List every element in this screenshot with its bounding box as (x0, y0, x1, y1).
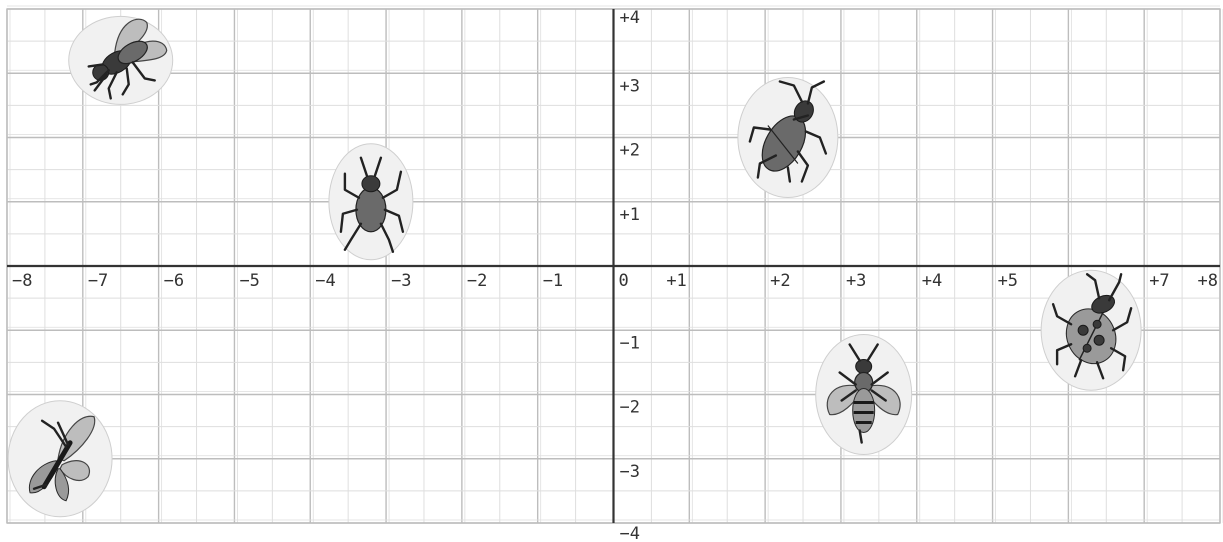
grid (7, 6, 1223, 523)
x-tick-label: +3 (846, 271, 866, 291)
x-tick-label: −5 (239, 271, 259, 291)
x-tick-label: +2 (770, 271, 790, 291)
butterfly-icon (8, 401, 112, 517)
y-tick-label: −4 (620, 524, 640, 542)
x-tick-label: +4 (922, 271, 942, 291)
x-axis-tick-labels: −8−7−6−5−4−3−2−10+1+2+3+4+5+6+7+8 (12, 271, 1218, 291)
ladybug-icon (1041, 270, 1141, 390)
x-tick-label: −1 (543, 271, 563, 291)
beetle-icon (738, 78, 838, 198)
wasp-icon (816, 335, 912, 455)
fly-icon (69, 16, 173, 104)
x-tick-label: −7 (88, 271, 108, 291)
axes (7, 9, 1220, 523)
x-tick-label: +7 (1149, 271, 1169, 291)
y-tick-label: −2 (620, 398, 640, 418)
x-tick-label: +8 (1198, 271, 1218, 291)
y-tick-label: +2 (620, 141, 640, 161)
y-tick-label: +4 (620, 8, 640, 28)
y-tick-label: −1 (620, 333, 640, 353)
x-tick-label: −4 (315, 271, 335, 291)
x-tick-label: 0 (619, 271, 629, 291)
x-tick-label: −3 (391, 271, 411, 291)
y-tick-label: −3 (620, 462, 640, 482)
x-tick-label: −2 (467, 271, 487, 291)
y-tick-label: +3 (620, 76, 640, 96)
x-tick-label: +1 (666, 271, 686, 291)
y-tick-label: +1 (620, 205, 640, 225)
tick-icon (329, 144, 413, 260)
x-tick-label: +5 (998, 271, 1018, 291)
x-tick-label: −8 (12, 271, 32, 291)
x-tick-label: −6 (164, 271, 184, 291)
